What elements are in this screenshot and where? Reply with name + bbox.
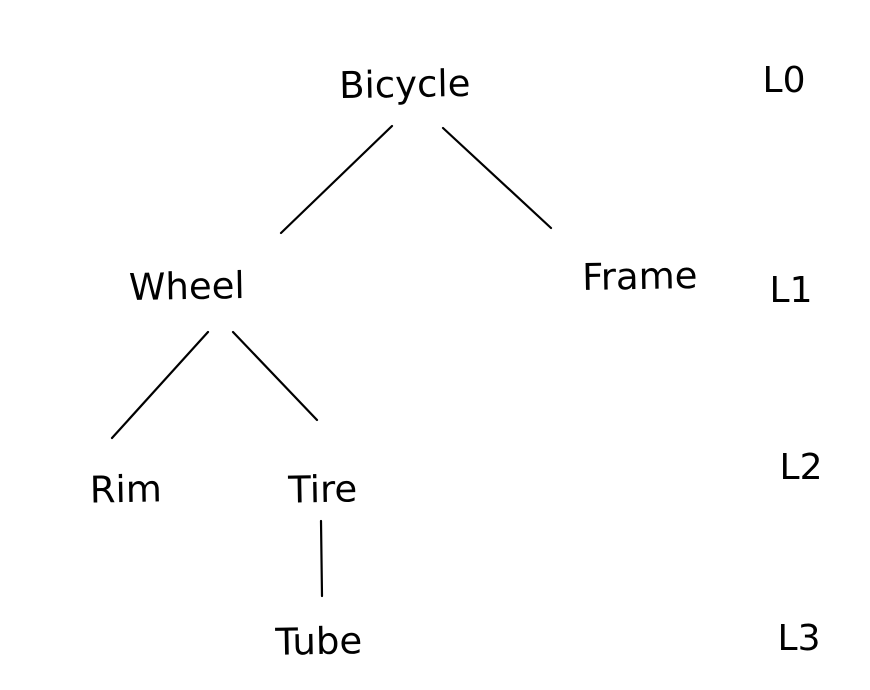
node-rim: Rim <box>89 467 162 511</box>
node-wheel: Wheel <box>128 264 245 309</box>
node-tube: Tube <box>274 619 362 664</box>
edge-wheel-rim <box>110 330 210 440</box>
level-label-l0: L0 <box>763 60 806 101</box>
node-bicycle: Bicycle <box>339 62 471 107</box>
edge-tire-tube <box>319 519 324 598</box>
edge-wheel-tire <box>231 330 319 422</box>
level-label-l2: L2 <box>780 447 823 488</box>
node-tire: Tire <box>287 467 358 511</box>
level-label-l3: L3 <box>778 618 821 659</box>
edge-bicycle-wheel <box>279 124 394 235</box>
node-frame: Frame <box>582 254 698 299</box>
level-label-l1: L1 <box>770 270 813 311</box>
edge-bicycle-frame <box>441 126 553 230</box>
